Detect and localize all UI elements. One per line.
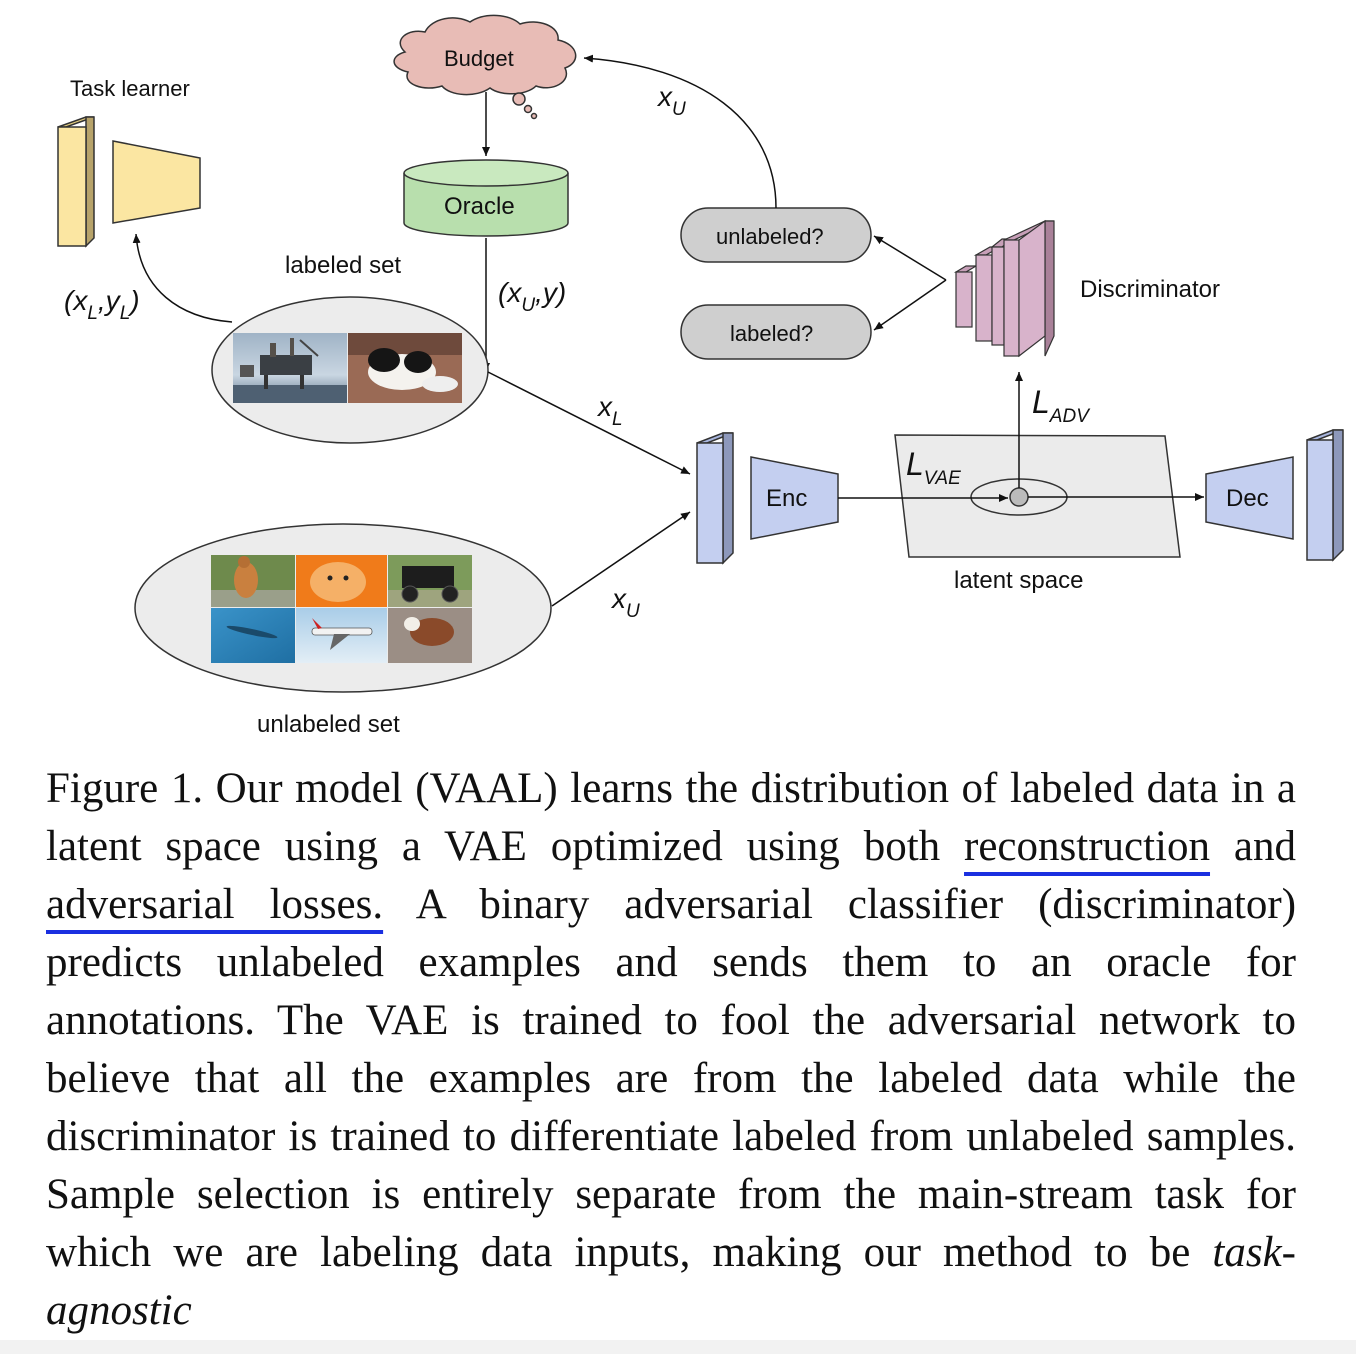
discriminator — [953, 219, 1055, 358]
caption-text-2: and — [1210, 823, 1296, 870]
xl-arrow — [487, 371, 691, 475]
task-learner-label: Task learner — [70, 76, 190, 101]
xu-y-label: (xU,y) — [498, 277, 566, 316]
unlabeled-set-label: unlabeled set — [257, 711, 400, 738]
labeled-to-task-learner-arrow — [132, 233, 233, 323]
xu-arrow — [551, 511, 691, 607]
oracle-cylinder — [403, 159, 569, 237]
labeled-set-label: labeled set — [285, 252, 401, 279]
decoder-trapezoid — [1205, 456, 1294, 540]
unlabeled-thumb-airplane — [296, 608, 387, 663]
caption-underline-adversarial-losses: adversarial losses. — [46, 881, 384, 928]
caption-italic-task-agnostic: task-agnostic — [46, 1229, 1296, 1334]
bottom-strip — [0, 1340, 1356, 1354]
unlabeled-thumb-fish — [211, 608, 295, 663]
encoder-trapezoid — [750, 456, 839, 540]
unlabeled-to-budget-arrow — [583, 54, 777, 209]
budget-label: Budget — [444, 46, 514, 71]
decoder-output-block — [1306, 429, 1344, 562]
enc-label: Enc — [766, 485, 807, 512]
xu-top-label: xU — [656, 81, 686, 120]
lvae-label: LVAE — [906, 446, 961, 489]
labeled-thumb-oil-rig — [233, 333, 347, 403]
vaal-diagram: Task learner Budget Oracle (xU,y) labele… — [57, 14, 1344, 738]
unlabeled-thumb-vintage-car — [388, 555, 472, 607]
caption-underline-reconstruction: reconstruction — [964, 823, 1211, 870]
unlabeled-query-label: unlabeled? — [716, 224, 824, 249]
xl-label: xL — [596, 391, 623, 430]
encoder-input-block — [696, 432, 734, 565]
labeled-query-label: labeled? — [730, 321, 813, 346]
caption-text-1: Figure 1. Our model (VAAL) learns the di… — [46, 765, 1296, 870]
discriminator-to-labeled-arrow — [873, 279, 947, 331]
discriminator-label: Discriminator — [1080, 276, 1220, 303]
unlabeled-thumb-calf — [388, 608, 472, 663]
dec-label: Dec — [1226, 485, 1269, 512]
ladv-label: LADV — [1032, 384, 1091, 427]
latent-space-label: latent space — [954, 567, 1083, 594]
latent-point — [1009, 487, 1029, 507]
caption-text-3: A binary adversarial classifier (discrim… — [46, 881, 1297, 1276]
xl-yl-label: (xL,yL) — [64, 285, 140, 324]
oracle-label: Oracle — [444, 193, 515, 220]
labeled-thumb-puppy — [348, 333, 462, 403]
latent-space-plane — [894, 434, 1181, 558]
unlabeled-thumb-boxer — [211, 555, 295, 607]
budget-cloud — [393, 14, 577, 120]
xu-label: xU — [610, 583, 640, 622]
task-learner — [57, 116, 201, 248]
discriminator-to-unlabeled-arrow — [873, 235, 947, 281]
figure-caption: Figure 1. Our model (VAAL) learns the di… — [46, 760, 1296, 1340]
labeled-query-pill — [680, 304, 872, 360]
unlabeled-thumb-fox-toy — [296, 555, 387, 607]
